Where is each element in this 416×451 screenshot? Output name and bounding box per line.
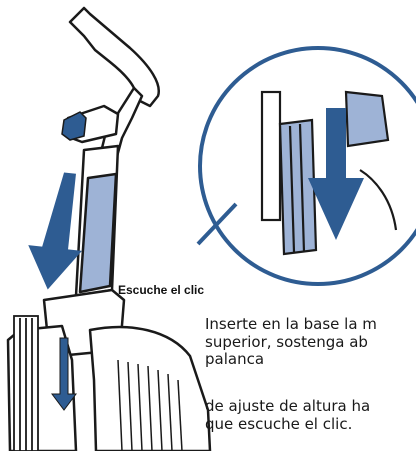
base-ribbing — [117, 359, 183, 451]
instruction-line: superior, sostenga ab — [205, 332, 368, 351]
instruction-line: Inserte en la base la m — [205, 315, 377, 333]
side-filter — [13, 315, 39, 451]
vacuum-upper-tube — [74, 144, 120, 298]
instruction-paragraph-2: de ajuste de altura ha que escuche el cl… — [205, 397, 371, 433]
zoom-down-arrow-icon — [308, 108, 364, 240]
zoom-tube-detail — [260, 90, 398, 256]
instruction-line: palanca — [205, 350, 265, 368]
down-arrow-icon — [28, 172, 82, 290]
instruction-paragraph-1: Inserte en la base la m superior, sosten… — [205, 315, 377, 369]
instruction-line: que escuche el clic. — [205, 414, 353, 433]
listen-click-caption: Escuche el clic — [118, 283, 205, 297]
small-down-arrow-icon — [51, 337, 77, 411]
instruction-line: de ajuste de altura ha — [205, 397, 371, 415]
handle-release-button — [61, 111, 87, 141]
